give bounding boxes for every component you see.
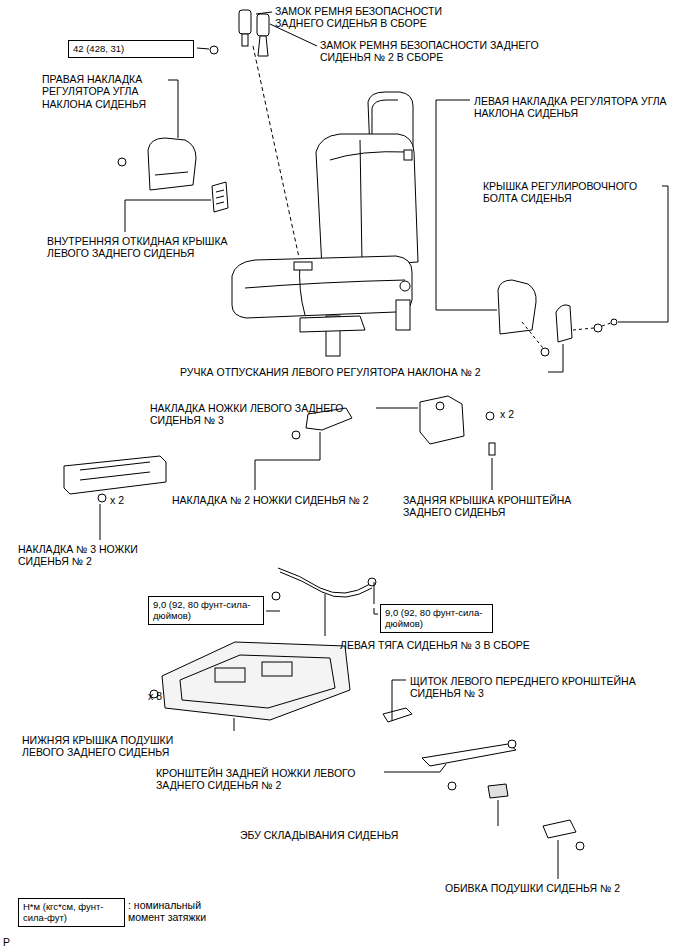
part-label: ВНУТРЕННЯЯ ОТКИДНАЯ КРЫШКА ЛЕВОГО ЗАДНЕГ… [47, 235, 262, 260]
torque-spec-box: 42 (428, 31) [68, 40, 194, 58]
part-label: x 2 [110, 494, 124, 506]
part-label: ЩИТОК ЛЕВОГО ПЕРЕДНЕГО КРОНШТЕЙНА СИДЕНЬ… [410, 675, 680, 700]
part-label: КРЫШКА РЕГУЛИРОВОЧНОГО БОЛТА СИДЕНЬЯ [483, 180, 663, 205]
torque-value: 9,0 (92, 80 фунт-сила-дюймов) [385, 607, 488, 630]
part-label: НАКЛАДКА № 2 НОЖКИ СИДЕНЬЯ № 2 [172, 494, 369, 506]
part-label: x 8 [148, 690, 162, 702]
seat-belt-buckles [210, 10, 300, 262]
left-recliner-parts [498, 280, 617, 356]
part-label: НИЖНЯЯ КРЫШКА ПОДУШКИ ЛЕВОГО ЗАДНЕГО СИД… [22, 734, 212, 759]
lower-cushion-cover [150, 642, 350, 720]
seat-link [272, 568, 376, 604]
part-label: НАКЛАДКА НОЖКИ ЛЕВОГО ЗАДНЕГО СИДЕНЬЯ № … [150, 402, 375, 427]
leg-covers [64, 396, 495, 502]
part-label: P [3, 936, 10, 948]
part-label: ЭБУ СКЛАДЫВАНИЯ СИДЕНЬЯ [240, 829, 398, 841]
torque-spec-box: 9,0 (92, 80 фунт-сила-дюймов) [380, 604, 493, 633]
part-label: ПРАВАЯ НАКЛАДКА РЕГУЛЯТОРА УГЛА НАКЛОНА … [42, 73, 167, 110]
right-recliner-cover [118, 138, 228, 212]
part-label: ЗАДНЯЯ КРЫШКА КРОНШТЕЙНА ЗАДНЕГО СИДЕНЬЯ [403, 494, 603, 519]
part-label: КРОНШТЕЙН ЗАДНЕЙ НОЖКИ ЛЕВОГО ЗАДНЕГО СИ… [156, 767, 382, 792]
part-label: ЛЕВАЯ НАКЛАДКА РЕГУЛЯТОРА УГЛА НАКЛОНА С… [474, 95, 682, 120]
rear-seat [232, 92, 418, 356]
torque-value: 9,0 (92, 80 фунт-сила-дюймов) [153, 599, 259, 622]
part-label: НАКЛАДКА № 3 НОЖКИ СИДЕНЬЯ № 2 [18, 543, 158, 568]
part-label: ЗАМОК РЕМНЯ БЕЗОПАСНОСТИ ЗАДНЕГО СИДЕНЬЯ… [275, 5, 490, 30]
part-label: x 2 [500, 408, 514, 420]
part-label: ЛЕВАЯ ТЯГА СИДЕНЬЯ № 3 В СБОРЕ [340, 639, 530, 651]
part-label: ОБИВКА ПОДУШКИ СИДЕНЬЯ № 2 [445, 882, 620, 894]
part-label: : номинальный момент затяжки [128, 899, 223, 924]
brackets-and-ecu [383, 708, 584, 850]
torque-spec-box: 9,0 (92, 80 фунт-сила-дюймов) [148, 596, 264, 625]
torque-value: Н*м (кгс*см, фунт-сила-фут) [23, 901, 120, 924]
leader-lines [100, 12, 668, 879]
torque-value: 42 (428, 31) [73, 43, 189, 54]
part-label: ЗАМОК РЕМНЯ БЕЗОПАСНОСТИ ЗАДНЕГО СИДЕНЬЯ… [320, 39, 570, 64]
torque-spec-box: Н*м (кгс*см, фунт-сила-фут) [18, 898, 125, 927]
part-label: РУЧКА ОТПУСКАНИЯ ЛЕВОГО РЕГУЛЯТОРА НАКЛО… [180, 366, 481, 378]
